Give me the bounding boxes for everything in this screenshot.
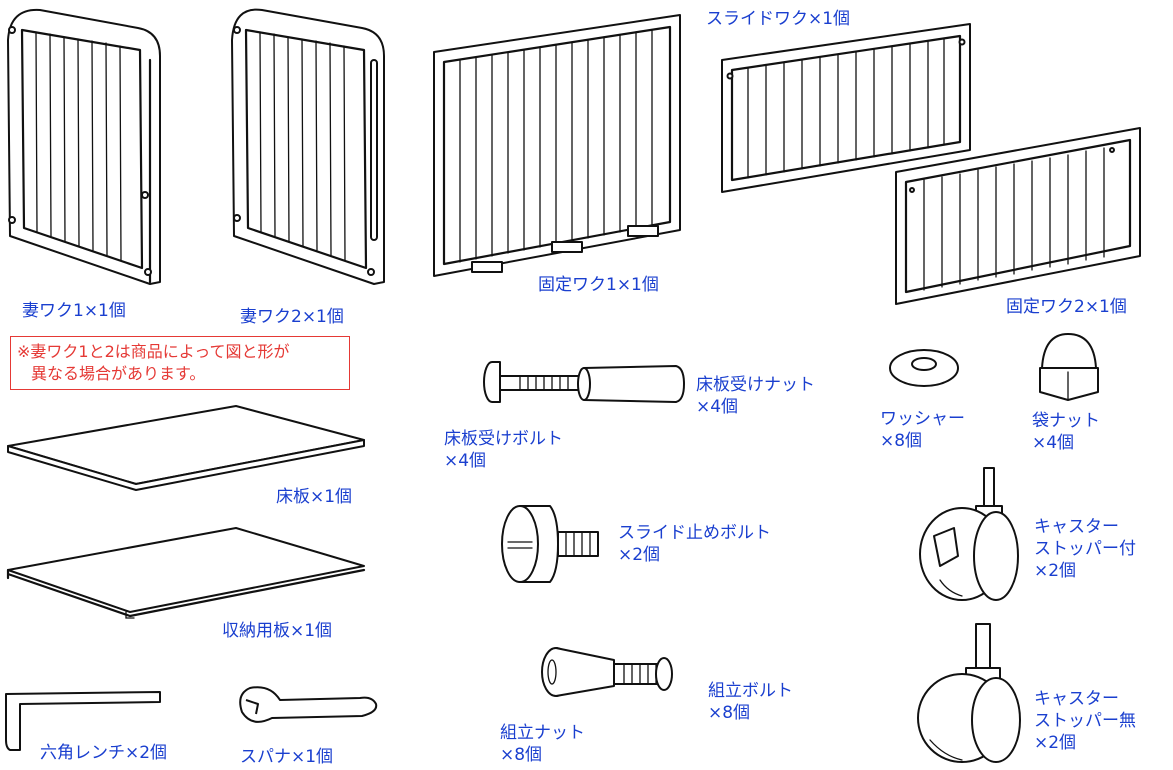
- storage-board-drawing: [6, 527, 366, 619]
- slide-stop-bolt-name: スライド止めボルト: [618, 523, 771, 543]
- washer-qty: ×8個: [880, 431, 923, 451]
- caster-nostop-qty: ×2個: [1034, 733, 1077, 753]
- fixed-frame-2-drawing: [895, 127, 1141, 305]
- label-slide-stop-bolt: スライド止めボルト ×2個: [618, 522, 771, 566]
- washer-name: ワッシャー: [880, 409, 965, 429]
- caster-stopper-name: キャスター: [1034, 517, 1119, 537]
- fixed-frame-1-drawing: [433, 14, 681, 277]
- caster-stopper-qty: ×2個: [1034, 561, 1077, 581]
- floor-board-drawing: [7, 405, 365, 491]
- slide-stop-bolt-drawing: [501, 505, 599, 583]
- slide-frame-drawing: [721, 23, 971, 193]
- assembly-bolt-nut-drawing: [541, 647, 673, 697]
- shape-difference-note: ※妻ワク1と2は商品によって図と形が 異なる場合があります。: [10, 336, 350, 390]
- caster-nostop-type: ストッパー無: [1034, 711, 1136, 731]
- assembly-nut-qty: ×8個: [500, 745, 543, 765]
- assembly-nut-name: 組立ナット: [500, 723, 585, 743]
- label-slide-frame: スライドワク×1個: [706, 9, 851, 29]
- end-frame-2-drawing: [231, 8, 385, 285]
- cap-nut-qty: ×4個: [1032, 433, 1075, 453]
- slide-stop-bolt-qty: ×2個: [618, 545, 661, 565]
- note-line-2: 異なる場合があります。: [31, 364, 206, 383]
- label-assembly-nut: 組立ナット ×8個: [500, 722, 585, 766]
- label-fixed-frame-2: 固定ワク2×1個: [1006, 297, 1127, 317]
- cap-nut-name: 袋ナット: [1032, 411, 1100, 431]
- assembly-bolt-qty: ×8個: [708, 703, 751, 723]
- assembly-bolt-name: 組立ボルト: [708, 681, 793, 701]
- label-floor-nut: 床板受けナット ×4個: [696, 374, 815, 418]
- label-cap-nut: 袋ナット ×4個: [1032, 410, 1100, 454]
- cap-nut-drawing: [1039, 333, 1099, 401]
- floor-nut-qty: ×4個: [696, 397, 739, 417]
- label-end-frame-2: 妻ワク2×1個: [240, 307, 344, 327]
- caster-without-stopper-drawing: [917, 623, 1021, 763]
- note-line-1: ※妻ワク1と2は商品によって図と形が: [17, 342, 290, 361]
- label-floor-bolt: 床板受けボルト ×4個: [444, 428, 563, 472]
- label-assembly-bolt: 組立ボルト ×8個: [708, 680, 793, 724]
- end-frame-1-drawing: [7, 8, 161, 285]
- label-end-frame-1: 妻ワク1×1個: [22, 301, 126, 321]
- caster-nostop-name: キャスター: [1034, 689, 1119, 709]
- caster-stopper-type: ストッパー付: [1034, 539, 1136, 559]
- floor-nut-name: 床板受けナット: [696, 375, 815, 395]
- floor-bolt-nut-drawing: [483, 361, 685, 403]
- washer-drawing: [889, 349, 959, 387]
- label-hex-wrench: 六角レンチ×2個: [40, 743, 168, 763]
- label-caster-without-stopper: キャスター ストッパー無 ×2個: [1034, 688, 1136, 754]
- label-washer: ワッシャー ×8個: [880, 408, 965, 452]
- floor-bolt-qty: ×4個: [444, 451, 487, 471]
- hex-wrench-drawing: [5, 691, 161, 751]
- floor-bolt-name: 床板受けボルト: [444, 429, 563, 449]
- label-caster-with-stopper: キャスター ストッパー付 ×2個: [1034, 516, 1136, 582]
- caster-with-stopper-drawing: [919, 467, 1019, 601]
- label-storage-board: 収納用板×1個: [222, 621, 333, 641]
- label-fixed-frame-1: 固定ワク1×1個: [538, 275, 659, 295]
- spanner-drawing: [239, 686, 378, 723]
- label-spanner: スパナ×1個: [240, 747, 334, 767]
- label-floor-board: 床板×1個: [276, 487, 353, 507]
